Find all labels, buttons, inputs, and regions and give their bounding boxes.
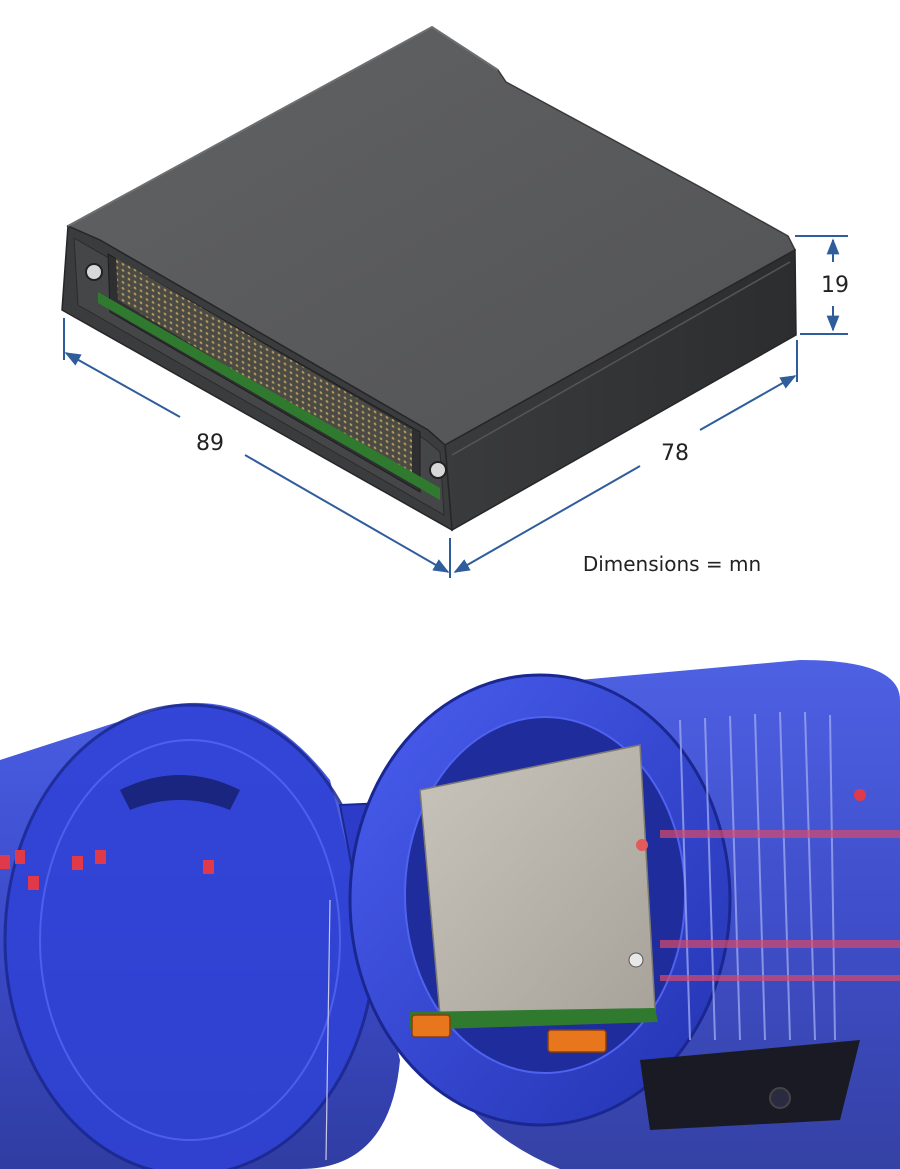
dimension-width <box>453 340 798 573</box>
dimensions-units-note: Dimensions = mn <box>583 552 761 576</box>
module-housing <box>61 25 797 532</box>
dimension-length <box>63 318 451 578</box>
dimension-width-label: 78 <box>661 441 689 466</box>
module-card-inside <box>419 744 656 1016</box>
right-housing <box>348 660 900 1169</box>
pcb-edge <box>98 292 440 500</box>
dimension-height-label: 19 <box>821 273 849 298</box>
mounting-hole-right <box>429 461 447 479</box>
red-bars <box>660 830 900 981</box>
red-pins-left <box>0 850 214 890</box>
dimension-length-label: 89 <box>196 431 224 456</box>
module-dimension-drawing: 89 78 19 Dimensions = mn <box>61 25 849 578</box>
housing-base <box>640 1040 860 1130</box>
heat-sink-fins <box>679 711 836 1041</box>
connector-pin-field <box>116 258 412 478</box>
pcb-board <box>410 1008 658 1030</box>
mounting-hole-left <box>85 263 103 281</box>
enclosure-cutaway-render <box>0 640 900 1169</box>
dimension-height <box>795 235 848 335</box>
orange-connector-left <box>411 1014 451 1038</box>
orange-connector-right <box>547 1029 607 1053</box>
left-tube-opening <box>3 703 377 1169</box>
